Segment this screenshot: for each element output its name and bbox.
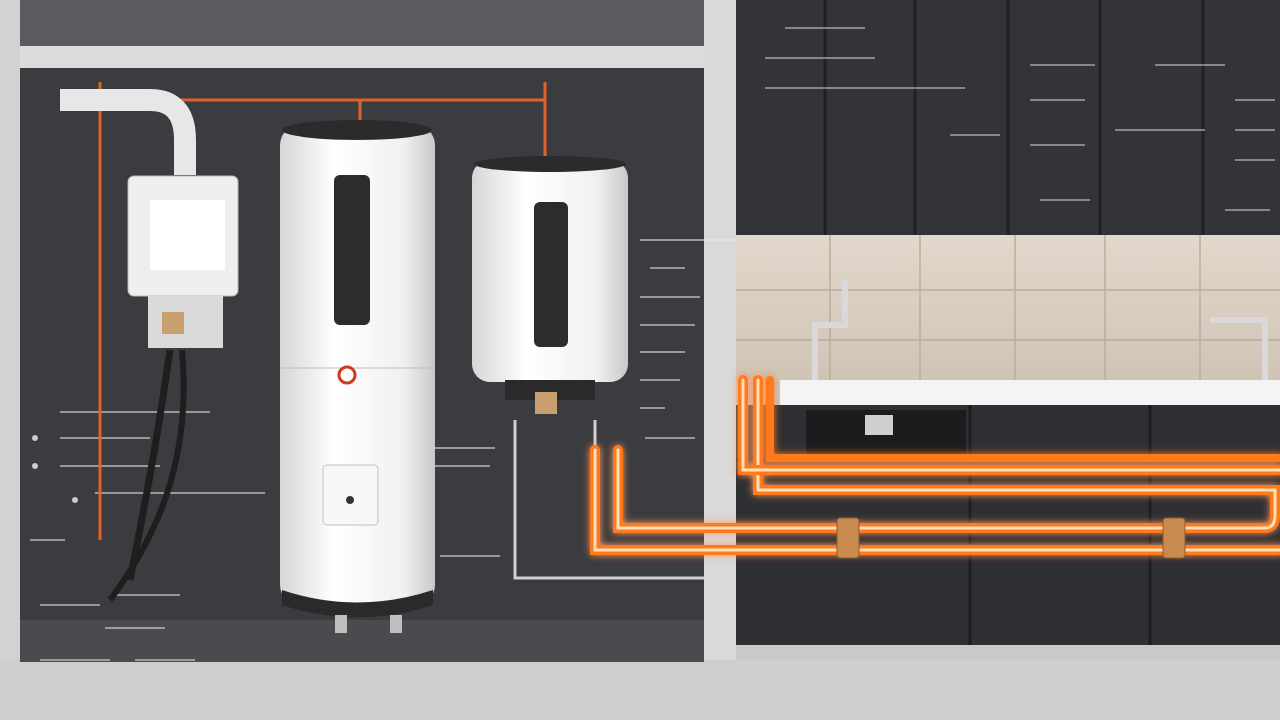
top-shelf-back bbox=[0, 0, 735, 48]
divider-wall bbox=[704, 0, 736, 665]
cabinet-seams bbox=[823, 0, 1205, 235]
floor bbox=[0, 660, 1280, 720]
utility-floor-shadow bbox=[20, 620, 704, 662]
tile-backsplash bbox=[736, 235, 1280, 385]
oven-knob bbox=[865, 415, 893, 435]
sink-faucet-icon bbox=[1210, 317, 1268, 380]
hot-water-pipes bbox=[590, 375, 1280, 555]
boiler-icon bbox=[60, 89, 239, 602]
shelf-board bbox=[0, 46, 735, 68]
faucet-icon bbox=[812, 280, 848, 380]
left-frame bbox=[0, 0, 20, 720]
tile-grid bbox=[736, 235, 1280, 385]
pipe-couplings bbox=[836, 517, 1186, 559]
countertop bbox=[780, 380, 1280, 405]
wall-heater-icon bbox=[472, 156, 704, 580]
tank-heater-icon bbox=[280, 120, 435, 633]
annotation-marks-cabinets bbox=[765, 27, 1275, 211]
annotation-dots bbox=[32, 435, 78, 503]
supply-pipe-outline bbox=[60, 82, 547, 540]
